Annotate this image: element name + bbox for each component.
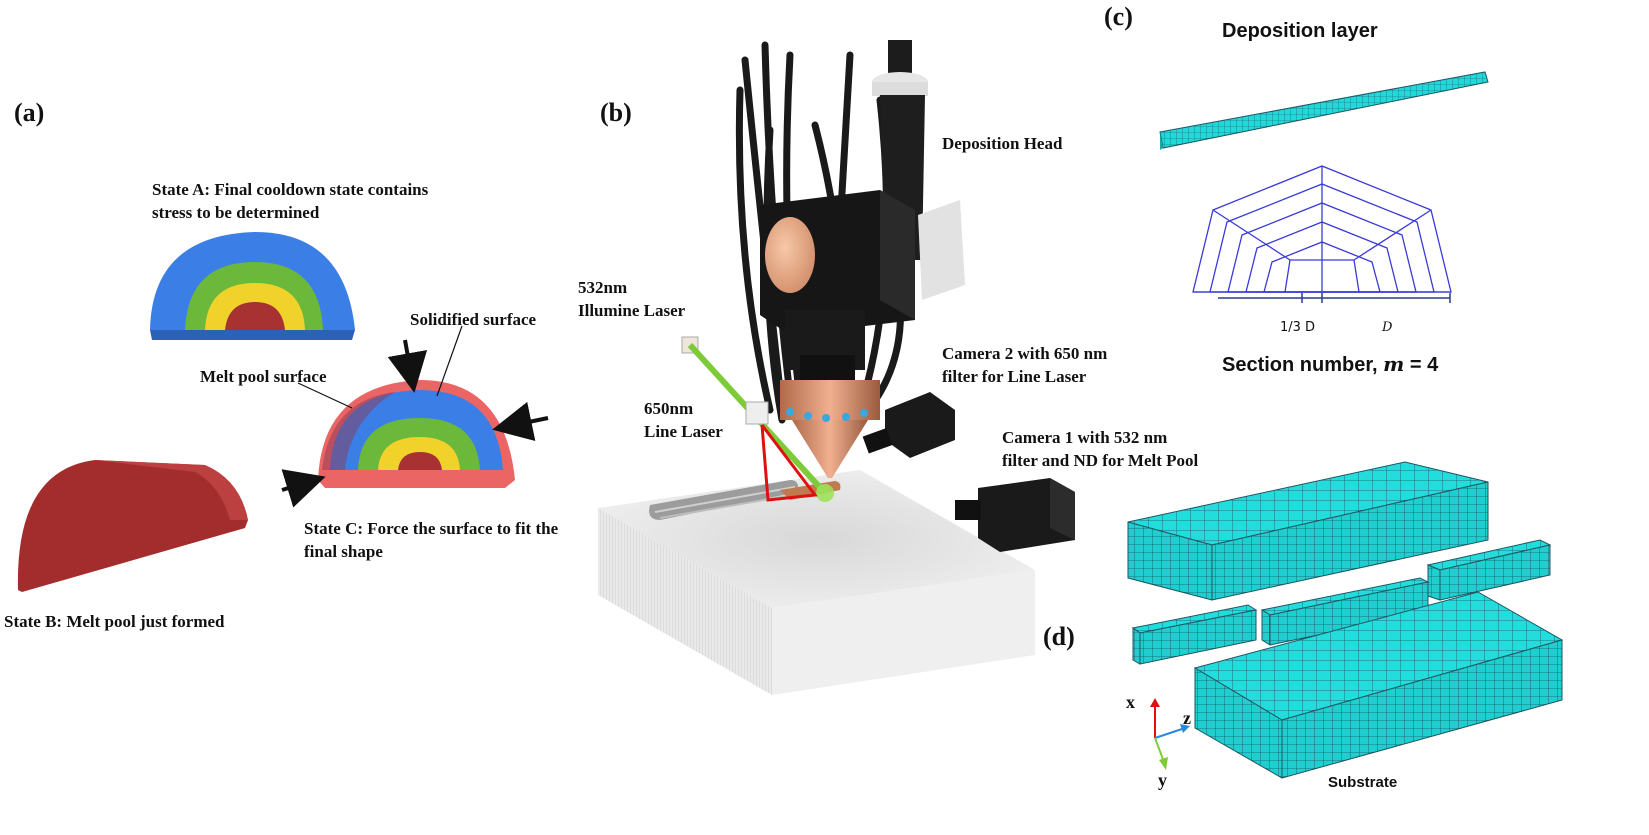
substrate-label: Substrate (1328, 774, 1398, 791)
tick-one-third-d: 1/3 D (1280, 320, 1316, 335)
panel-d-graphics (1127, 461, 1564, 779)
panel-a-label: (a) (14, 98, 45, 127)
track-segments-mesh (1131, 539, 1552, 665)
line-laser (745, 401, 818, 502)
z-axis-arrow (1154, 727, 1186, 739)
force-arrow-top (387, 339, 428, 393)
deposition-layer-mesh (1159, 71, 1489, 150)
state-c-shape (318, 380, 515, 488)
substrate-block-mesh (1193, 591, 1564, 779)
y-axis-arrow (1154, 737, 1165, 763)
camera-1 (955, 478, 1075, 552)
tick-d: D (1382, 320, 1393, 335)
camera-1-line2: filter and ND for Melt Pool (1002, 451, 1199, 470)
panel-c-graphics (1159, 71, 1489, 303)
panel-a-graphics (17, 232, 549, 592)
line-laser-line1: 650nm (644, 399, 694, 418)
camera-2-line2: filter for Line Laser (942, 367, 1087, 386)
melt-pool-surface-label: Melt pool surface (200, 367, 327, 386)
state-a-text-line2: stress to be determined (152, 203, 320, 222)
section-number-prefix: Section number, (1222, 354, 1384, 376)
axis-z-label: z (1183, 708, 1191, 728)
camera-2 (862, 392, 955, 458)
melt-pool-leader (297, 382, 353, 409)
substrate-plate (598, 470, 1035, 695)
deposition-layer-title: Deposition layer (1222, 20, 1378, 42)
camera-2-line1: Camera 2 with 650 nm (942, 344, 1108, 363)
deposition-block-mesh (1127, 461, 1489, 601)
axis-y-label: y (1158, 770, 1167, 790)
solidified-surface-label: Solidified surface (410, 310, 537, 329)
line-laser-line2: Line Laser (644, 422, 723, 441)
force-arrow-right (492, 401, 549, 442)
section-number-eq: = 4 (1404, 354, 1439, 376)
camera-1-line1: Camera 1 with 532 nm (1002, 428, 1168, 447)
state-c-text-line1: State C: Force the surface to fit the (304, 519, 559, 538)
section-number-var: m (1383, 352, 1405, 376)
illumine-laser-line1: 532nm (578, 278, 628, 297)
panel-b-graphics (598, 40, 1075, 695)
section-mesh (1192, 165, 1452, 293)
solidified-leader (436, 325, 463, 397)
axis-x-label: x (1126, 692, 1135, 712)
force-arrow-left (281, 469, 326, 508)
state-b-melt-pool (17, 460, 248, 592)
state-b-text: State B: Melt pool just formed (4, 612, 225, 631)
dimension-bar (1218, 293, 1451, 303)
deposition-head (760, 40, 965, 478)
state-c-text-line2: final shape (304, 542, 383, 561)
axis-triad (1150, 698, 1190, 770)
illumine-laser-line2: Illumine Laser (578, 301, 686, 320)
panel-b-label: (b) (600, 98, 632, 127)
panel-c-label: (c) (1104, 2, 1133, 31)
panel-d-label: (d) (1043, 622, 1075, 651)
state-a-dome (150, 232, 355, 340)
state-a-text-line1: State A: Final cooldown state contains (152, 180, 429, 199)
deposition-head-label: Deposition Head (942, 134, 1063, 153)
section-number-label: Section number, m = 4 (1222, 352, 1438, 377)
